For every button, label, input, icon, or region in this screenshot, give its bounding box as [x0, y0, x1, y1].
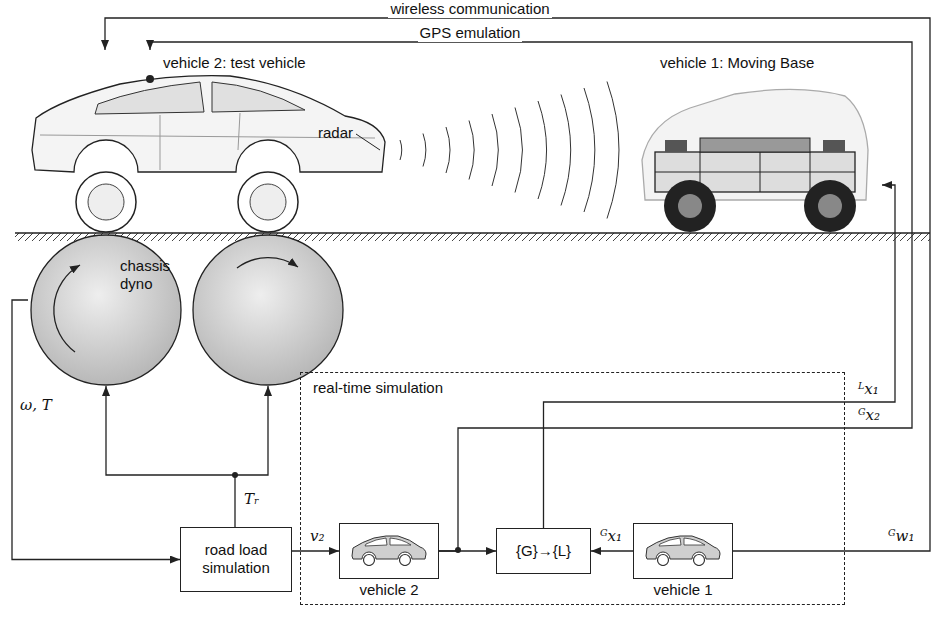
radar-wave	[423, 134, 426, 167]
box-icons	[352, 536, 720, 566]
process-box: road load simulation	[180, 527, 292, 592]
dyno-rollers	[237, 258, 298, 268]
signal-arrow	[544, 185, 896, 528]
moving-base-drawing	[664, 180, 716, 232]
moving-base-drawing	[642, 89, 868, 232]
test-vehicle-drawing	[160, 113, 240, 170]
moving-base-drawing	[678, 194, 702, 218]
signal-arrow	[150, 42, 912, 551]
signal-arrow	[105, 18, 930, 551]
radar-wave	[607, 82, 619, 219]
moving-base: vehicle 1: Moving Base	[620, 50, 882, 232]
test-vehicle-drawing	[32, 76, 385, 172]
moving-base-drawing	[818, 194, 842, 218]
signal-arrow	[106, 386, 235, 527]
signal-arrow	[439, 550, 496, 551]
signal-label: v₂	[308, 527, 327, 545]
box-icons	[352, 536, 426, 566]
node-text: chassis dyno	[120, 257, 184, 293]
signal-label: wireless communication	[388, 0, 551, 18]
test-vehicle-drawing	[212, 82, 305, 112]
chassis-dyno: chassis dyno	[28, 235, 346, 386]
part-label: radar	[316, 124, 355, 142]
dyno-rollers	[54, 265, 80, 352]
test-vehicle-drawing	[95, 82, 204, 114]
signal-label: Tᵣ	[242, 490, 261, 508]
junctions	[232, 472, 461, 553]
radar-wave	[446, 127, 450, 173]
moving-base-drawing	[804, 180, 856, 232]
test-vehicle-drawing	[88, 184, 124, 220]
dyno-rollers	[31, 235, 343, 385]
radar-wave	[492, 114, 498, 186]
test-vehicle-drawing	[32, 75, 385, 232]
signal-arrow	[12, 300, 180, 560]
box-icons	[646, 536, 720, 566]
test-vehicle-drawing	[76, 172, 136, 232]
node-text: real-time simulation	[313, 379, 443, 397]
node-text: vehicle 1: Moving Base	[660, 54, 814, 72]
leader-line	[356, 134, 380, 150]
signal-label: ᴳx₁	[598, 527, 624, 545]
signal-label: GPS emulation	[418, 24, 523, 42]
signal-label: ᴳx₂	[856, 406, 882, 424]
torque-branch	[235, 386, 268, 475]
ground	[15, 233, 930, 241]
test-vehicle-drawing	[250, 184, 286, 220]
transform-box: {G}→{L}	[496, 528, 591, 574]
dyno-rollers	[193, 235, 343, 385]
group-box: real-time simulation vehicle 2 {G}→{L} vehi…	[300, 372, 845, 605]
radar-wave	[515, 108, 522, 193]
radar-wave	[561, 95, 571, 206]
radar-waves	[400, 82, 619, 219]
radar-wave	[469, 121, 474, 180]
test-vehicle-drawing	[238, 172, 298, 232]
model-box: vehicle 1	[633, 523, 733, 579]
node-text: {G}→{L}	[497, 542, 590, 560]
node-text: vehicle 2	[330, 581, 448, 599]
signal-arrow	[591, 550, 633, 551]
signal-label: ω, T	[18, 396, 54, 414]
node-text: vehicle 1	[624, 581, 742, 599]
ground	[15, 232, 930, 233]
radar-wave	[584, 88, 595, 212]
moving-base-drawing	[665, 140, 687, 152]
signal-label: ᴸx₁	[856, 380, 881, 398]
moving-base-drawing	[700, 138, 810, 152]
moving-base-drawing	[823, 140, 845, 152]
node-text: vehicle 2: test vehicle	[163, 54, 306, 72]
node-text: road load simulation	[181, 541, 291, 577]
signal-label: ᴳw₁	[886, 527, 916, 545]
radar-wave	[400, 140, 402, 160]
radar-wave	[538, 101, 547, 199]
model-box: vehicle 2	[339, 523, 439, 579]
ground	[15, 233, 930, 241]
test-vehicle-drawing	[146, 75, 154, 83]
